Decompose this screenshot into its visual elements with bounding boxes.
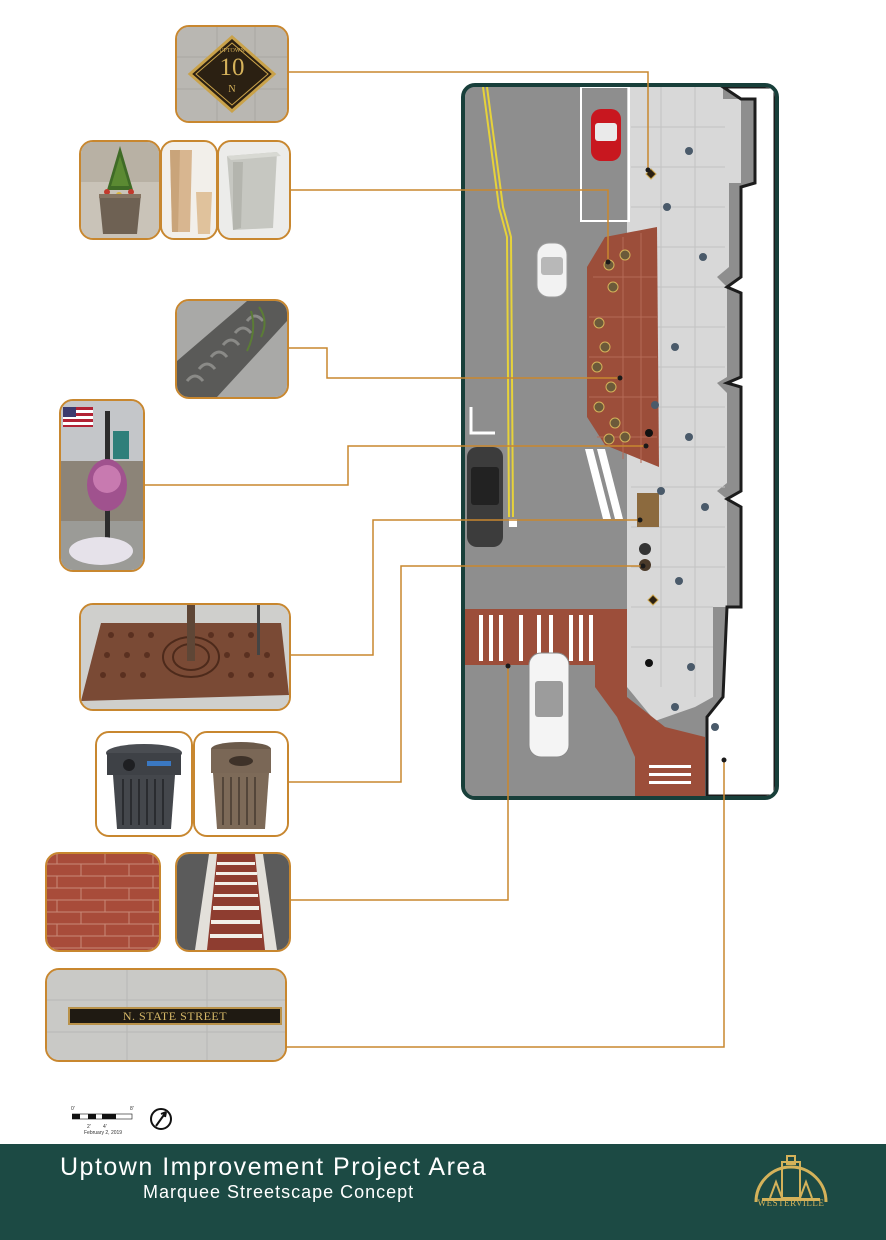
medallion-top-text: UPTOWN [219, 48, 245, 54]
scale-date: February 2, 2019 [84, 1130, 123, 1136]
tree-grate-photo [79, 603, 291, 711]
scale-bar [72, 1113, 133, 1120]
leader-medallion [289, 71, 649, 170]
north-arrow-icon [150, 1108, 172, 1130]
planter-photo-square [217, 140, 291, 240]
brick-pavers-photo [45, 852, 161, 952]
westerville-city-seal-icon [754, 1155, 828, 1203]
planter-photo-shrub [79, 140, 161, 240]
leader-planters [291, 189, 609, 262]
street-name-marker-text: N. STATE STREET [122, 1009, 228, 1023]
page-title: Uptown Improvement Project Area [60, 1153, 488, 1181]
scale-tick-2: 2' [87, 1124, 91, 1130]
light-pole-banner-photo [59, 399, 145, 572]
title-banner: Uptown Improvement Project Area Marquee … [0, 1144, 886, 1240]
leader-trench-grate [289, 347, 620, 379]
trash-receptacle-photo-bronze [193, 731, 289, 837]
medallion-photo: UPTOWN 10 N [175, 25, 289, 123]
scale-tick-4: 4' [103, 1124, 107, 1130]
leader-crosswalk [291, 666, 509, 901]
leader-light-pole [145, 445, 646, 486]
leader-street-name-marker [287, 760, 725, 1048]
streetscape-plan-view [461, 83, 779, 800]
page-subtitle: Marquee Streetscape Concept [143, 1182, 415, 1202]
trench-grate-photo [175, 299, 289, 399]
street-name-marker-photo: N. STATE STREET [45, 968, 287, 1062]
crosswalk-photo [175, 852, 291, 952]
leader-trash-receptacle [289, 565, 643, 783]
scale-tick-0: 0' [71, 1106, 75, 1112]
medallion-direction: N [228, 84, 236, 95]
scale-tick-8: 8' [130, 1106, 134, 1112]
trash-receptacle-photo-black [95, 731, 193, 837]
leader-tree-grate [291, 519, 640, 656]
medallion-number: 10 [219, 54, 245, 81]
logo-text: WESTERVILLE [757, 1198, 825, 1208]
